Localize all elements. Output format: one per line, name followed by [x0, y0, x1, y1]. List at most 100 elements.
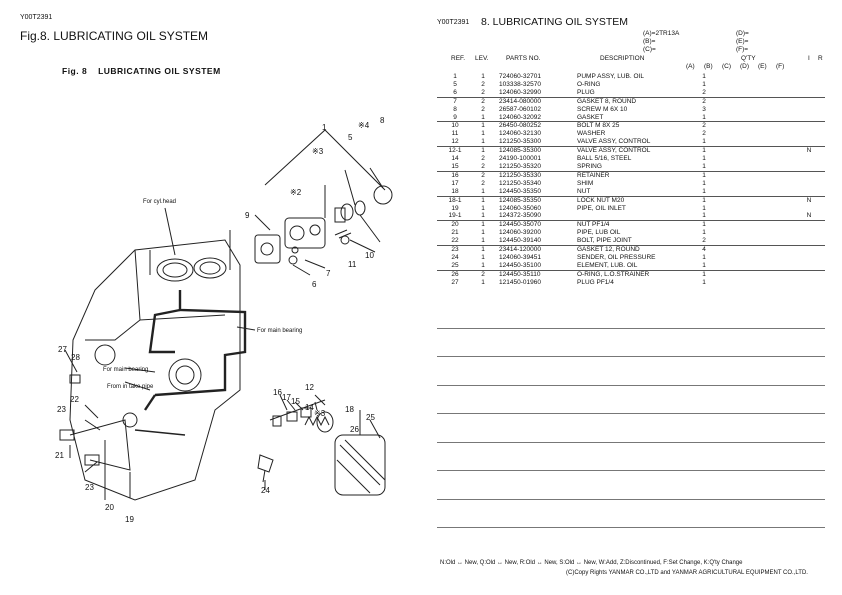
cell-lev: 2 [481, 155, 485, 163]
cell-ref: 8 [453, 105, 457, 113]
cell-i [803, 114, 815, 122]
rule-line [437, 356, 825, 357]
engine-block [69, 239, 241, 501]
cell-r [815, 279, 825, 287]
cell-ref: 18 [451, 187, 459, 195]
cell-desc: NUT [577, 187, 591, 195]
figure-caption-title: LUBRICATING OIL SYSTEM [98, 66, 221, 76]
model-list-abc: (A)=2TR13A (B)= (C)= [643, 30, 679, 54]
cell-e [767, 254, 785, 262]
callout-25: 25 [366, 413, 375, 422]
cell-r [815, 220, 825, 230]
cell-desc: LOCK NUT M20 [577, 195, 695, 205]
cell-f [785, 279, 803, 287]
cell-f [785, 81, 803, 89]
cell-c [731, 254, 749, 262]
cell-desc: NUT PF1/4 [577, 220, 695, 230]
cell-b [713, 188, 731, 196]
cell-d [749, 212, 767, 220]
cell-desc: BOLT, PIPE JOINT [577, 237, 632, 245]
cell-r [815, 254, 825, 262]
cell-f [785, 138, 803, 146]
cell-b [713, 220, 731, 230]
cell-i [803, 155, 815, 163]
cell-r [815, 114, 825, 122]
cell-d [749, 138, 767, 146]
cell-e [767, 114, 785, 122]
cell-b [713, 254, 731, 262]
cell-lev: 1 [481, 73, 485, 80]
cell-r [815, 155, 825, 163]
cell-a: 1 [702, 73, 706, 80]
cell-d [749, 237, 767, 245]
cell-r [815, 205, 825, 213]
cell-no: 124060-39451 [499, 253, 541, 261]
cell-e [767, 180, 785, 188]
callout-11: 11 [348, 260, 357, 269]
cell-b [713, 138, 731, 146]
cell-a: 1 [702, 179, 706, 187]
cell-c [731, 195, 749, 205]
cell-d [749, 188, 767, 196]
control-valve-spring [304, 415, 330, 427]
cell-d [749, 81, 767, 89]
cell-e [767, 96, 785, 106]
cell-d [749, 279, 767, 287]
cell-b [713, 212, 731, 220]
model-a: (A)=2TR13A [643, 30, 680, 37]
cell-b [713, 245, 731, 254]
cell-d [749, 254, 767, 262]
rule-line [437, 328, 825, 329]
cell-b [713, 229, 731, 237]
cell-b [713, 130, 731, 138]
cell-r [815, 188, 825, 196]
cell-c [731, 170, 749, 180]
cell-a: 2 [702, 130, 706, 138]
cell-e [767, 269, 785, 279]
cell-i [803, 237, 815, 245]
cell-desc: ELEMENT, LUB. OIL [577, 261, 638, 269]
cell-desc: SENDER, OIL PRESSURE [577, 253, 656, 261]
cell-no: 26587-060102 [499, 105, 541, 113]
cell-e [767, 163, 785, 171]
cell-e [767, 106, 785, 114]
cell-i [803, 188, 815, 196]
cell-a: 1 [702, 253, 706, 261]
cell-e [767, 73, 785, 81]
lub-oil-pipe [69, 419, 131, 471]
cell-a: 1 [695, 195, 713, 205]
callout-5: 5 [348, 133, 353, 142]
cell-d [749, 269, 767, 279]
cell-r [815, 212, 825, 220]
header-lev: LEV. [475, 55, 489, 62]
cell-i [803, 245, 815, 254]
cell-a: 2 [695, 96, 713, 106]
rule-line [437, 470, 825, 471]
cell-ref: 25 [451, 261, 459, 269]
cell-d [749, 180, 767, 188]
cell-ref: 16 [437, 170, 473, 180]
callout-28: 28 [71, 353, 80, 362]
header-d: (D) [740, 63, 750, 70]
section-title: 8. LUBRICATING OIL SYSTEM [481, 16, 629, 28]
cell-e [767, 229, 785, 237]
cell-desc: WASHER [577, 130, 606, 138]
cell-desc: O-RING [577, 80, 601, 88]
cell-i [803, 180, 815, 188]
callout-3-upper: ※3 [312, 147, 324, 156]
callout-27: 27 [58, 345, 67, 354]
cell-a: 1 [695, 170, 713, 180]
cell-f [785, 205, 803, 213]
cell-f [785, 121, 803, 131]
cell-i [803, 220, 815, 230]
cell-a: 1 [702, 261, 706, 269]
cell-d [749, 130, 767, 138]
cell-c [731, 212, 749, 220]
cell-ref: 1 [453, 73, 457, 80]
cell-d [749, 163, 767, 171]
